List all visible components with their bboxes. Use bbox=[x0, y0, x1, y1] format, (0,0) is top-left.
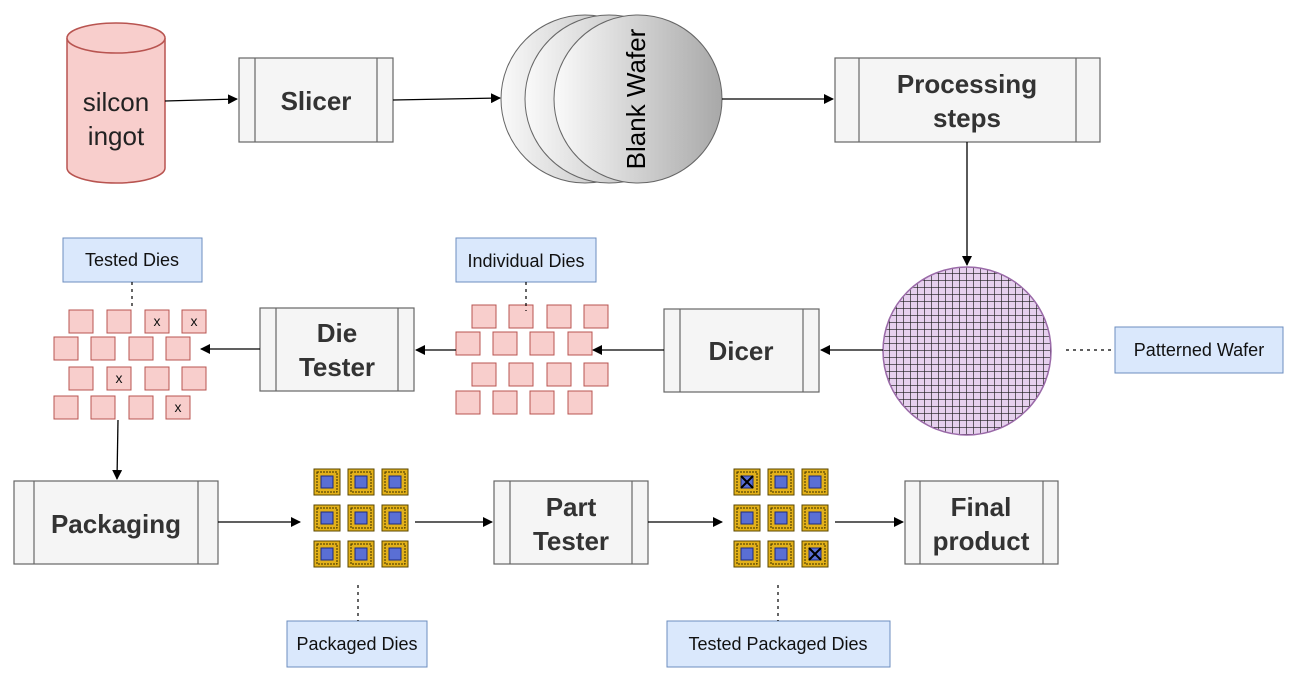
part-tester-label-line1: Part bbox=[546, 492, 597, 522]
packaged-chip bbox=[347, 468, 375, 496]
tested-dies-grid: x x x x bbox=[53, 309, 207, 420]
individual-die bbox=[455, 331, 481, 356]
tested-die bbox=[144, 309, 170, 334]
tested-packaged-chip bbox=[733, 540, 761, 568]
blank-wafer-stack: Blank Wafer bbox=[500, 14, 723, 184]
individual-die bbox=[492, 390, 518, 415]
die-fail-mark: x bbox=[191, 313, 198, 329]
callout-packaged-dies: Packaged Dies bbox=[286, 620, 428, 668]
tested-die bbox=[53, 395, 79, 420]
individual-die bbox=[529, 390, 555, 415]
die-tester-label-line2: Tester bbox=[299, 352, 375, 382]
tested-die bbox=[181, 366, 207, 391]
individual-die bbox=[583, 304, 609, 329]
packaged-chip bbox=[381, 504, 409, 532]
tested-packaged-chip bbox=[767, 504, 795, 532]
individual-die bbox=[583, 362, 609, 387]
process-part-tester: Part Tester bbox=[493, 480, 649, 565]
callout-tested-dies: Tested Dies bbox=[62, 237, 203, 283]
chip-fail-mark bbox=[808, 547, 822, 561]
tested-packaged-chip bbox=[767, 468, 795, 496]
individual-die bbox=[546, 362, 572, 387]
packaged-chip bbox=[381, 468, 409, 496]
slicer-label: Slicer bbox=[281, 86, 352, 116]
tested-packaged-chip bbox=[733, 504, 761, 532]
process-packaging: Packaging bbox=[13, 480, 219, 565]
packaged-dies-label: Packaged Dies bbox=[296, 634, 417, 654]
tested-packaged-dies-label: Tested Packaged Dies bbox=[688, 634, 867, 654]
packaged-chip bbox=[381, 540, 409, 568]
die-fail-mark: x bbox=[116, 370, 123, 386]
die-fail-mark: x bbox=[154, 313, 161, 329]
packaging-label: Packaging bbox=[51, 509, 181, 539]
tested-dies-label: Tested Dies bbox=[85, 250, 179, 270]
final-product-label-line2: product bbox=[933, 526, 1030, 556]
tested-die bbox=[128, 336, 154, 361]
callout-connectors bbox=[131, 282, 1115, 621]
final-product-label-line1: Final bbox=[951, 492, 1012, 522]
packaged-dies-grid bbox=[313, 468, 409, 568]
individual-die bbox=[508, 362, 534, 387]
tested-die bbox=[144, 366, 170, 391]
callout-individual-dies: Individual Dies bbox=[455, 237, 597, 283]
tested-die bbox=[181, 309, 207, 334]
callout-tested-packaged-dies: Tested Packaged Dies bbox=[666, 620, 891, 668]
silicon-ingot: silcon ingot bbox=[66, 22, 166, 184]
individual-die bbox=[529, 331, 555, 356]
die-fail-mark: x bbox=[175, 399, 182, 415]
packaged-chip bbox=[347, 504, 375, 532]
arrow-ingot-to-slicer bbox=[164, 94, 238, 105]
individual-die bbox=[492, 331, 518, 356]
tested-die bbox=[68, 366, 94, 391]
tested-die bbox=[128, 395, 154, 420]
individual-die bbox=[471, 362, 497, 387]
patterned-wafer-label: Patterned Wafer bbox=[1134, 340, 1264, 360]
individual-dies-label: Individual Dies bbox=[467, 251, 584, 271]
tested-die bbox=[106, 366, 132, 391]
tested-die bbox=[90, 395, 116, 420]
arrow-tested-dies-to-packaging bbox=[112, 419, 123, 480]
blank-wafer-label: Blank Wafer bbox=[621, 28, 651, 169]
process-final-product: Final product bbox=[904, 480, 1059, 565]
tested-packaged-chip bbox=[801, 504, 829, 532]
individual-die bbox=[471, 304, 497, 329]
tested-die bbox=[90, 336, 116, 361]
process-slicer: Slicer bbox=[238, 57, 394, 143]
tested-die bbox=[106, 309, 132, 334]
process-dicer: Dicer bbox=[663, 308, 820, 393]
individual-die bbox=[546, 304, 572, 329]
process-processing-steps: Processing steps bbox=[834, 57, 1101, 143]
individual-dies-grid bbox=[455, 304, 609, 415]
flow-arrows bbox=[112, 93, 972, 527]
processing-steps-label-line1: Processing bbox=[897, 69, 1037, 99]
callout-patterned-wafer: Patterned Wafer bbox=[1114, 326, 1284, 374]
part-tester-label-line2: Tester bbox=[533, 526, 609, 556]
die-tester-label-line1: Die bbox=[317, 318, 357, 348]
chip-fail-mark bbox=[740, 475, 754, 489]
packaged-chip bbox=[313, 540, 341, 568]
individual-die bbox=[455, 390, 481, 415]
ingot-label-line2: ingot bbox=[88, 121, 145, 151]
tested-packaged-chip bbox=[767, 540, 795, 568]
tested-die bbox=[68, 309, 94, 334]
tested-die bbox=[165, 395, 191, 420]
dicer-label: Dicer bbox=[708, 336, 773, 366]
process-die-tester: Die Tester bbox=[259, 307, 415, 392]
tested-die bbox=[53, 336, 79, 361]
individual-die bbox=[508, 304, 534, 329]
tested-die bbox=[165, 336, 191, 361]
packaged-chip bbox=[347, 540, 375, 568]
packaged-chip bbox=[313, 468, 341, 496]
tested-packaged-chip bbox=[801, 468, 829, 496]
arrow-slicer-to-wafer bbox=[392, 93, 501, 104]
individual-die bbox=[567, 390, 593, 415]
tested-packaged-dies-grid bbox=[733, 468, 829, 568]
packaged-chip bbox=[313, 504, 341, 532]
ingot-label-line1: silcon bbox=[83, 87, 149, 117]
patterned-wafer bbox=[882, 266, 1052, 436]
individual-die bbox=[567, 331, 593, 356]
processing-steps-label-line2: steps bbox=[933, 103, 1001, 133]
